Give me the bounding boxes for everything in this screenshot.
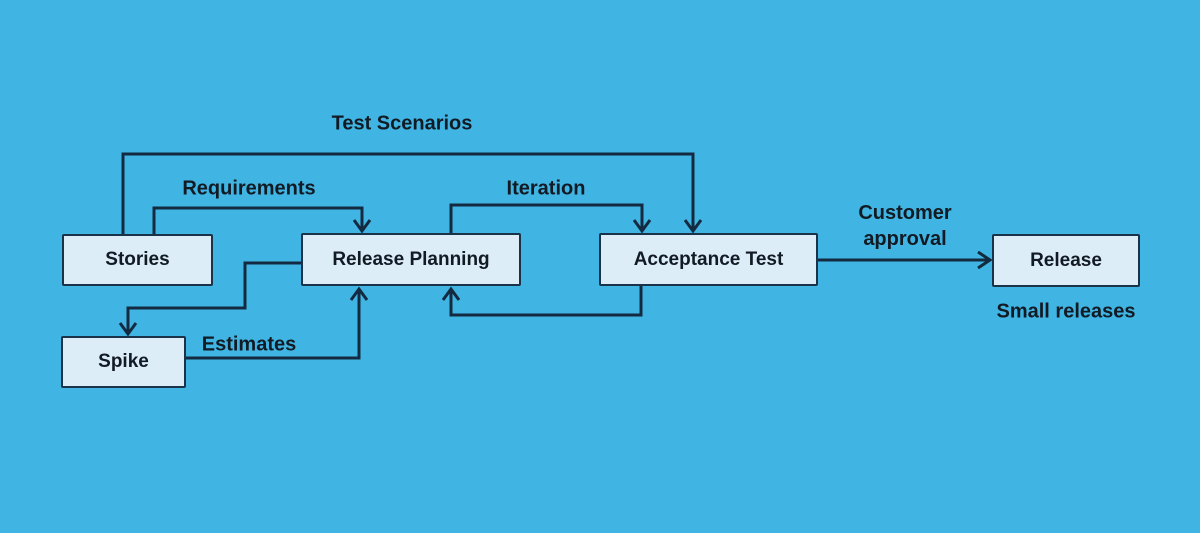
node-stories-label: Stories (105, 249, 170, 270)
edge-requirements-arrowhead (352, 219, 372, 234)
edge-release-planning-spike-line (126, 261, 301, 333)
edge-iteration-return-line (449, 286, 643, 317)
node-spike: Spike (61, 336, 186, 388)
edge-label-customer-approval: Customer approval (858, 202, 952, 250)
edge-customer-approval-arrowhead (977, 250, 993, 270)
node-acceptance-test-label: Acceptance Test (633, 248, 784, 270)
edge-release-planning-spike-arrowhead (118, 322, 138, 337)
edge-iteration-return-arrowhead (441, 286, 461, 301)
edge-test-scenarios-arrowhead (683, 219, 703, 234)
edge-estimates-arrowhead (349, 286, 369, 301)
edge-label-estimates: Estimates (201, 333, 297, 356)
node-stories: Stories (62, 234, 213, 286)
node-release: Release (992, 234, 1140, 287)
node-release-label: Release (1030, 249, 1102, 271)
node-release-planning-label: Release Planning (332, 248, 490, 270)
edge-label-test-scenarios: Test Scenarios (331, 112, 473, 135)
edge-label-small-releases: Small releases (996, 300, 1136, 323)
node-acceptance-test: Acceptance Test (599, 233, 818, 286)
edge-iteration-arrowhead (632, 219, 652, 234)
node-spike-label: Spike (98, 351, 149, 372)
edge-requirements-line (152, 206, 364, 234)
edge-label-requirements: Requirements (182, 177, 316, 200)
edge-iteration-line (449, 203, 644, 233)
edge-estimates-line (186, 290, 361, 360)
node-release-planning: Release Planning (301, 233, 521, 286)
edge-test-scenarios-line (121, 152, 695, 234)
edge-label-iteration: Iteration (506, 177, 586, 200)
